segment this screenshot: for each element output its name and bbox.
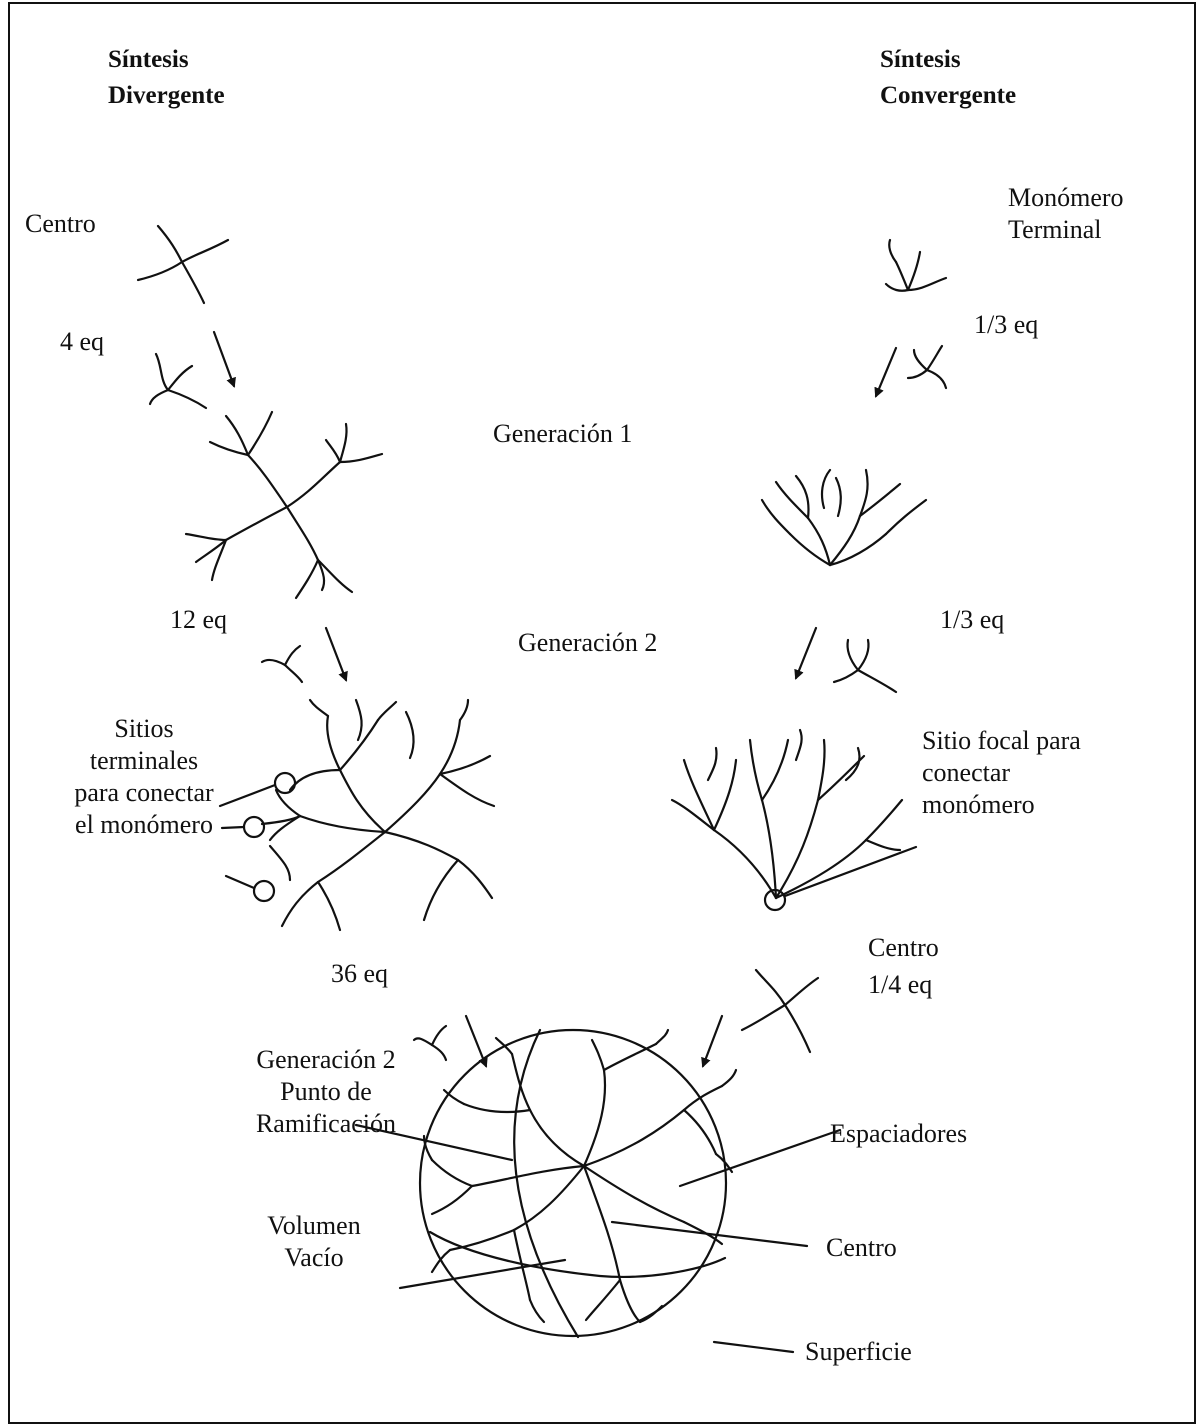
divergent-generation2-dendrimer (262, 700, 494, 930)
label-divergent-eq1: 4 eq (60, 326, 104, 358)
arrow-conv-1 (876, 348, 896, 396)
label-generation-2: Generación 2 (518, 627, 657, 659)
label-void-volume: Volumen Vacío (254, 1210, 374, 1274)
divergent-monomer-36eq (414, 1026, 446, 1060)
dendrimer-pointer-lines (356, 1125, 840, 1352)
header-divergent: Síntesis Divergente (108, 42, 225, 114)
convergent-generation1-dendron (762, 470, 926, 565)
label-dendrimer-core: Centro (826, 1232, 897, 1264)
label-branch-point: Generación 2 Punto de Ramificación (236, 1044, 416, 1140)
divergent-core-molecule (138, 226, 228, 303)
label-generation-1: Generación 1 (493, 418, 632, 450)
label-convergent-core-eq: 1/4 eq (868, 969, 932, 1001)
label-divergent-core: Centro (25, 208, 96, 240)
label-surface: Superficie (805, 1336, 912, 1368)
arrow-div-3 (466, 1016, 486, 1066)
label-focal-site: Sitio focal para conectar monómero (922, 725, 1081, 817)
label-convergent-eq2: 1/3 eq (940, 604, 1004, 636)
convergent-core-molecule (742, 970, 818, 1052)
label-divergent-eq2: 12 eq (170, 604, 227, 636)
convergent-monomer-eq2 (834, 640, 896, 692)
divergent-generation1-dendrimer (186, 412, 382, 598)
arrow-div-2 (326, 628, 346, 680)
arrow-conv-3 (703, 1016, 722, 1066)
label-divergent-eq3: 36 eq (331, 958, 388, 990)
divergent-monomer-12eq (262, 646, 302, 682)
arrow-conv-2 (796, 628, 816, 678)
label-convergent-eq1: 1/3 eq (974, 309, 1038, 341)
convergent-generation2-dendron (672, 730, 902, 898)
arrow-div-1 (214, 332, 234, 386)
label-convergent-core: Centro (868, 932, 939, 964)
label-spacers: Espaciadores (830, 1118, 967, 1150)
convergent-terminal-monomer (886, 240, 946, 291)
divergent-monomer-4eq (150, 354, 206, 408)
label-terminal-sites: Sitios terminales para conectar el monóm… (64, 713, 224, 841)
terminal-site-markers (220, 773, 295, 901)
convergent-monomer-eq1 (908, 346, 946, 388)
label-terminal-monomer: Monómero Terminal (1008, 182, 1124, 246)
header-convergent: Síntesis Convergente (880, 42, 1016, 114)
